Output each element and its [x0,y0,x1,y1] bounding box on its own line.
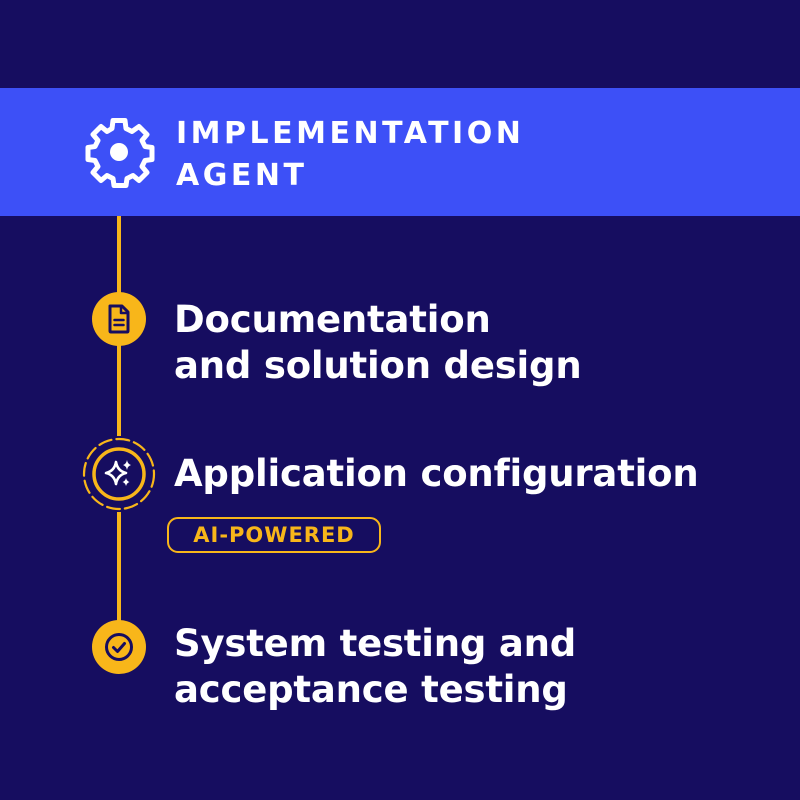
ai-powered-badge: AI-POWERED [167,517,381,553]
step-1-line-1: Documentation [174,298,491,341]
header-banner [0,88,800,216]
step-application-configuration: Application configuration [174,451,774,497]
gear-icon [85,118,155,188]
document-icon [92,292,146,346]
title-line-1: IMPLEMENTATION [176,116,525,151]
step-documentation: Documentation and solution design [174,297,774,389]
step-system-testing: System testing and acceptance testing [174,621,774,713]
step-3-line-2: acceptance testing [174,668,568,711]
step-2-line-1: Application configuration [174,452,699,495]
step-1-line-2: and solution design [174,344,582,387]
sparkles-icon [81,436,157,512]
step-3-line-1: System testing and [174,622,577,665]
title-line-2: AGENT [176,158,308,193]
checkmark-icon [92,620,146,674]
page-title: IMPLEMENTATION AGENT [176,113,656,197]
timeline-line [117,216,121,636]
